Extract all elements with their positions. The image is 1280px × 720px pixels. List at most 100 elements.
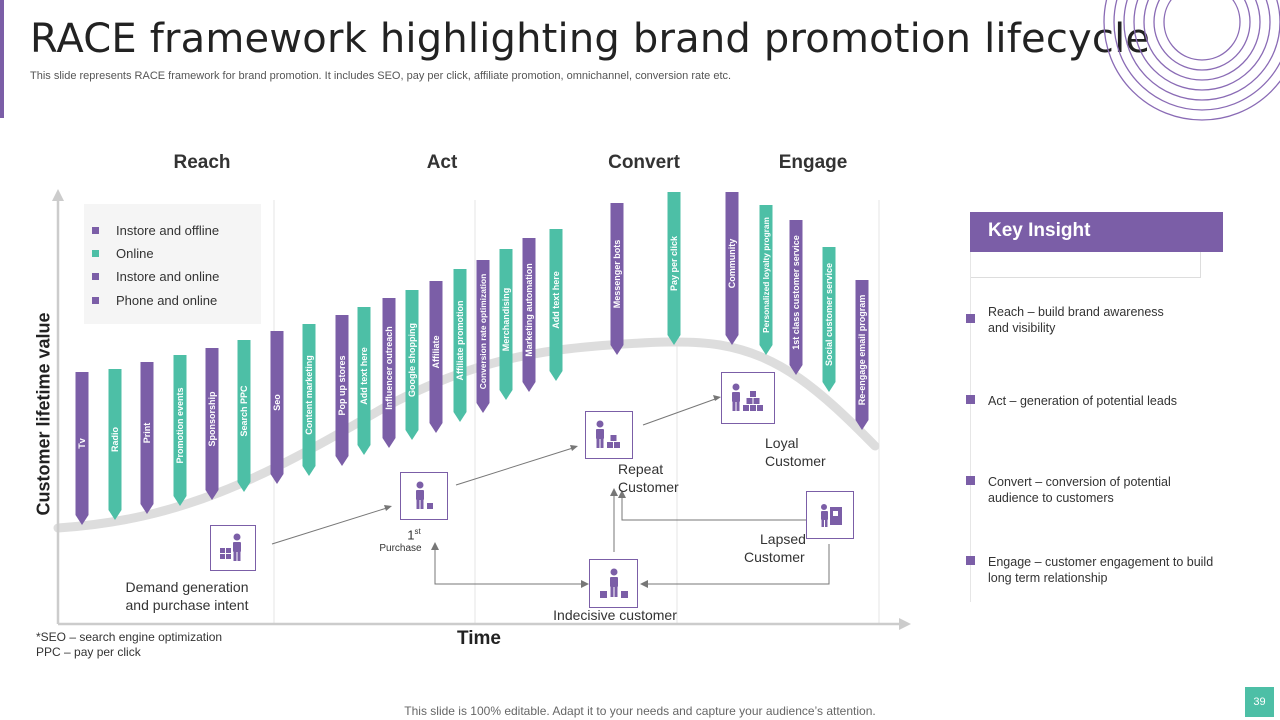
first-purchase-icon <box>400 472 448 520</box>
footnote-seo: *SEO – search engine optimization <box>36 630 223 644</box>
channel-arrow <box>476 260 490 413</box>
channel-arrow <box>499 249 513 400</box>
legend-swatch <box>92 273 99 280</box>
x-axis-label: Time <box>456 628 502 649</box>
lapsed-customer-label: Lapsed Customer <box>744 530 806 566</box>
channel-arrow <box>140 362 154 514</box>
repeat-customer-label: Repeat Customer <box>618 460 679 496</box>
first-purchase-label: 1st Purchase <box>379 523 421 556</box>
footer-note: This slide is 100% editable. Adapt it to… <box>404 704 876 718</box>
channel-label: Re-engage email program <box>857 295 867 406</box>
key-insight-frame <box>970 277 1201 278</box>
footnote-ppc: PPC – pay per click <box>36 645 141 659</box>
channel-arrow <box>855 280 869 430</box>
channel-arrow <box>667 192 681 345</box>
bullet-icon <box>966 556 975 565</box>
bullet-icon <box>966 395 975 404</box>
channel-arrow <box>75 372 89 525</box>
loyal-line1: Loyal <box>765 435 799 451</box>
key-insight-title: Key Insight <box>970 212 1223 252</box>
page-title: RACE framework highlighting brand promot… <box>30 16 1151 62</box>
channel-arrow <box>759 205 773 355</box>
channel-label: Content marketing <box>304 355 314 435</box>
channel-arrow <box>270 331 284 484</box>
demand-generation-label: Demand generation and purchase intent <box>126 578 249 614</box>
channel-arrow <box>725 192 739 345</box>
channel-arrow <box>405 290 419 440</box>
channel-label: Radio <box>110 427 120 453</box>
indecisive-customer-icon <box>589 559 638 608</box>
lapsed-customer-icon <box>806 491 854 539</box>
demand-line1: Demand generation <box>125 579 249 595</box>
key-insight-divider <box>970 252 971 602</box>
bullet-icon <box>966 476 975 485</box>
channel-label: Print <box>142 423 152 444</box>
channel-label: Marketing automation <box>524 263 534 357</box>
channel-label: Merchandising <box>501 288 511 352</box>
loyal-customer-icon <box>721 372 775 424</box>
channel-label: 1st class customer service <box>791 235 801 350</box>
repeat-customer-icon <box>585 411 633 459</box>
first-purchase-text: Purchase <box>379 543 422 555</box>
channel-label: Promotion events <box>175 387 185 463</box>
indecisive-customer-label: Indecisive customer <box>553 607 677 623</box>
channel-label: Pop up stores <box>337 355 347 415</box>
lapsed-line1: Lapsed <box>760 531 806 547</box>
channel-arrow <box>429 281 443 433</box>
channel-label: Add text here <box>359 347 369 405</box>
phase-engage: Engage <box>778 152 848 173</box>
legend-label: Instore and offline <box>116 223 220 238</box>
channel-label: Google shopping <box>407 323 417 397</box>
channel-label: Add text here <box>551 271 561 329</box>
channel-label: Sponsorship <box>207 391 217 447</box>
footnotes: *SEO – search engine optimization PPC – … <box>36 630 222 660</box>
decorative-circles <box>1103 0 1280 121</box>
channel-label: Conversion rate optimization <box>478 274 488 389</box>
channel-arrow <box>453 269 467 422</box>
channel-arrow <box>789 220 803 375</box>
channel-label: Social customer service <box>824 263 834 366</box>
phase-reach: Reach <box>173 152 231 173</box>
flow-arrowheads <box>384 395 721 588</box>
channel-arrow <box>382 298 396 448</box>
page-subtitle: This slide represents RACE framework for… <box>30 70 732 82</box>
channel-label: Messenger bots <box>612 240 622 309</box>
loyal-line2: Customer <box>765 453 826 469</box>
phase-act: Act <box>426 152 458 173</box>
lapsed-line2: Customer <box>744 549 805 565</box>
channel-label: Tv <box>77 438 87 449</box>
channel-arrow <box>173 355 187 506</box>
legend-swatch <box>92 227 99 234</box>
flow-arrows <box>271 397 830 585</box>
channel-label: Personalized loyalty program <box>761 217 771 333</box>
demand-line2: and purchase intent <box>125 597 249 613</box>
accent-bar <box>0 0 4 118</box>
legend-label: Online <box>116 246 154 261</box>
channel-arrow <box>522 238 536 392</box>
first-purchase-suffix: st <box>414 527 421 536</box>
page-number: 39 <box>1245 687 1274 717</box>
channel-label: Affiliate <box>431 335 441 368</box>
channel-arrow <box>205 348 219 500</box>
first-purchase-number: 1 <box>407 527 415 543</box>
channel-arrow <box>610 203 624 355</box>
legend-label: Instore and online <box>116 269 220 284</box>
channel-arrow <box>335 315 349 466</box>
channel-arrow <box>357 307 371 455</box>
legend-swatch <box>92 250 99 257</box>
y-axis-label: Customer lifetime value <box>33 312 54 516</box>
key-insight-text: Engage – customer engagement to build lo… <box>988 555 1214 585</box>
repeat-line2: Customer <box>618 479 679 495</box>
channel-arrow <box>549 229 563 381</box>
phase-convert: Convert <box>608 152 680 173</box>
channel-arrow <box>237 340 251 492</box>
channel-label: Pay per click <box>669 235 679 291</box>
channel-arrows: Tv Radio Print Promotion events Sponsorship S… <box>75 192 869 525</box>
channel-label: Influencer outreach <box>384 326 394 410</box>
legend-swatch <box>92 297 99 304</box>
key-insight-text: Act – generation of potential leads <box>988 394 1178 408</box>
first-purchase-ordinal: 1st <box>406 523 421 544</box>
channel-label: Affiliate promotion <box>455 301 465 381</box>
repeat-line1: Repeat <box>618 461 664 477</box>
